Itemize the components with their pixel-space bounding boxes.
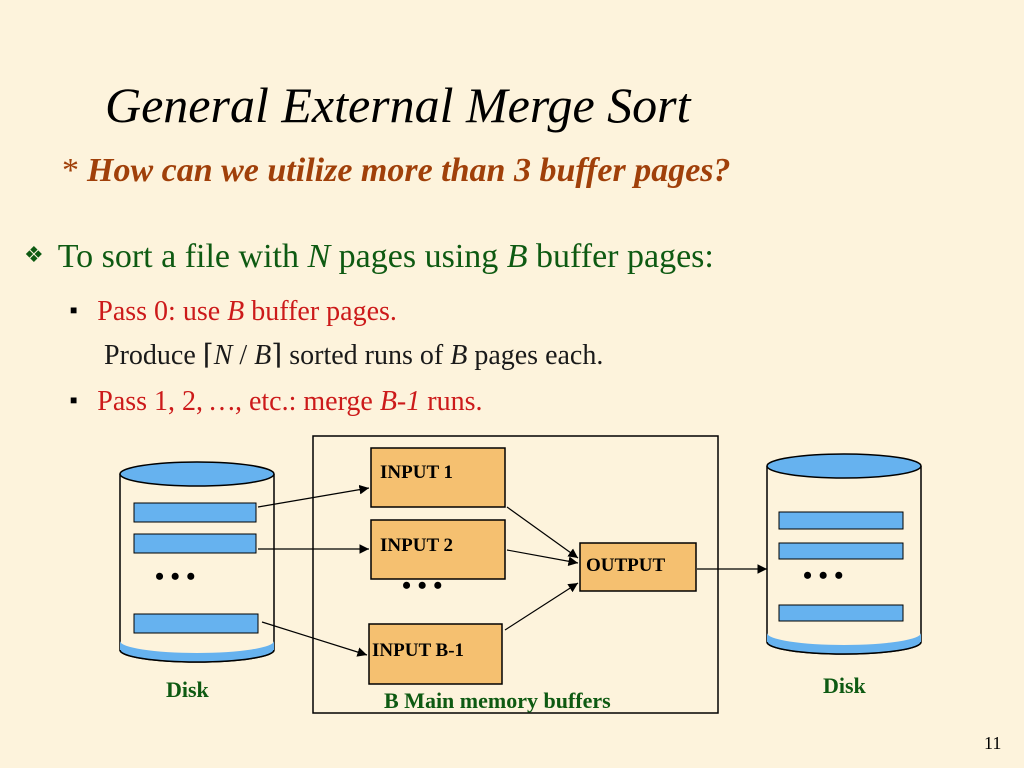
- left-disk-dots: • • •: [155, 562, 195, 591]
- subtitle-star: *: [62, 152, 79, 189]
- arrow-input1-to-output: [506, 506, 579, 559]
- sub-bullet-pass0-line2: Produce ⌈N / B⌉ sorted runs of B pages e…: [104, 338, 603, 372]
- sub-text: etc.: merge: [248, 386, 373, 417]
- right-disk-page: [778, 511, 904, 530]
- right-disk-page: [778, 542, 904, 560]
- sub-text: Pass 0: use: [97, 296, 221, 327]
- ceil-open: ⌈: [202, 340, 214, 371]
- var-b-minus-1: B-1: [379, 386, 421, 417]
- var-n: N: [307, 238, 331, 275]
- square-bullet-icon: ■: [70, 303, 78, 317]
- square-bullet-icon: ■: [70, 393, 78, 407]
- input-1-label: INPUT 1: [380, 462, 453, 483]
- ellipsis: …,: [210, 386, 242, 417]
- slide-subtitle: *How can we utilize more than 3 buffer p…: [62, 152, 731, 190]
- left-disk-page: [133, 533, 257, 554]
- ceil-close: ⌉: [271, 340, 283, 371]
- left-disk-page: [133, 613, 259, 634]
- var-b: B: [227, 296, 245, 327]
- var-b: B: [506, 238, 528, 275]
- memory-buffers-label: B Main memory buffers: [384, 688, 611, 713]
- sub-text: buffer pages.: [251, 296, 397, 327]
- arrow-input-b-1-to-output: [504, 582, 579, 631]
- input-b-1-buffer: [368, 623, 503, 685]
- arrow-input2-to-output: [506, 549, 579, 566]
- input-2-label: INPUT 2: [380, 535, 453, 556]
- output-buffer: [579, 542, 697, 592]
- input-buffers-dots: • • •: [402, 571, 442, 600]
- sub-text: Pass 1, 2,: [97, 386, 204, 417]
- output-label: OUTPUT: [586, 555, 666, 576]
- main-bullet: ❖ To sort a file with N pages using B buf…: [24, 238, 714, 276]
- slash: /: [239, 340, 248, 371]
- bullet-text: pages using: [338, 238, 499, 275]
- arrow-disk-to-input-b-1: [261, 621, 368, 657]
- right-disk-label: Disk: [823, 673, 867, 698]
- bullet-text: To sort a file with: [57, 238, 299, 275]
- sub-text: Produce: [104, 340, 196, 371]
- sub-bullet-pass1: ■ Pass 1, 2, …, etc.: merge B-1 runs.: [70, 386, 483, 418]
- var-n: N: [213, 340, 233, 371]
- input-2-buffer: [370, 519, 506, 580]
- input-b-1-label: INPUT B-1: [372, 640, 464, 661]
- sub-text: sorted runs of: [289, 340, 444, 371]
- right-disk-page: [778, 604, 904, 622]
- sub-bullet-pass0: ■ Pass 0: use B buffer pages.: [70, 296, 397, 328]
- bullet-text: buffer pages:: [536, 238, 714, 275]
- left-disk-page: [133, 502, 257, 523]
- var-b: B: [254, 340, 272, 371]
- memory-buffers-box: [312, 435, 719, 714]
- page-number: 11: [984, 733, 1002, 753]
- left-disk-label: Disk: [166, 677, 210, 702]
- var-b: B: [450, 340, 468, 371]
- input-1-buffer: [370, 447, 506, 508]
- subtitle-text: How can we utilize more than 3 buffer pa…: [87, 152, 731, 189]
- right-disk-dots: • • •: [803, 561, 843, 590]
- slide-title: General External Merge Sort: [105, 77, 691, 133]
- arrow-disk-to-input1: [257, 484, 370, 508]
- sub-text: pages each.: [474, 340, 604, 371]
- sub-text: runs.: [427, 386, 483, 417]
- diamond-bullet-icon: ❖: [24, 242, 44, 267]
